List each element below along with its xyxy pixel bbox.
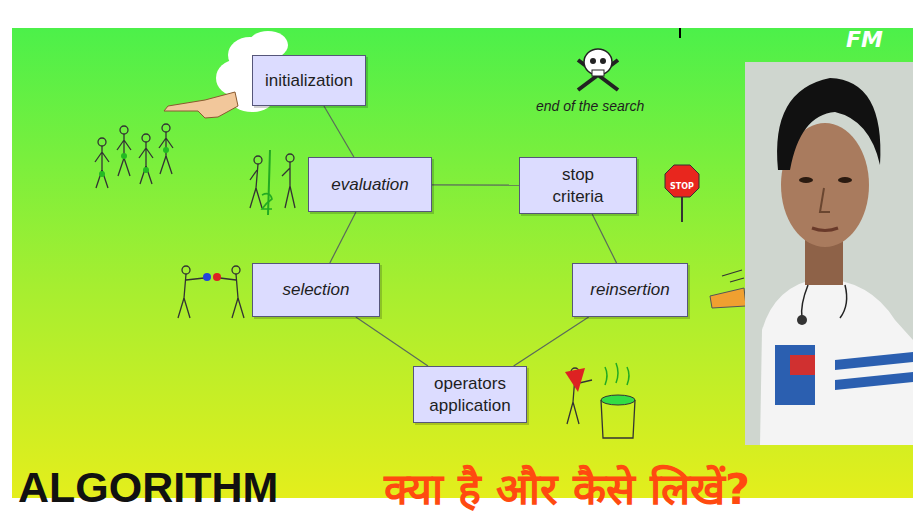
tick-mark bbox=[679, 28, 681, 38]
box-label: selection bbox=[282, 279, 349, 300]
reinsertion-figure bbox=[710, 270, 746, 308]
connector-line bbox=[330, 212, 356, 263]
process-box: stop criteria bbox=[519, 157, 637, 214]
process-box: evaluation bbox=[308, 157, 432, 212]
stop-sign bbox=[665, 165, 699, 222]
note-text: end of the search bbox=[536, 98, 644, 114]
connector-line bbox=[432, 184, 519, 186]
title-word: ALGORITHM bbox=[18, 463, 278, 511]
process-box: operators application bbox=[413, 366, 527, 423]
connector-line bbox=[592, 214, 616, 263]
connector-line bbox=[356, 317, 428, 366]
process-box: initialization bbox=[252, 55, 366, 106]
connector-line bbox=[324, 106, 354, 157]
box-label: initialization bbox=[265, 70, 353, 91]
box-label: stop criteria bbox=[543, 164, 613, 207]
operators-figure bbox=[565, 363, 635, 438]
skull-symbol bbox=[578, 49, 618, 90]
sign-text: STOP bbox=[670, 182, 694, 191]
box-label: evaluation bbox=[331, 174, 409, 195]
process-box: selection bbox=[252, 263, 380, 317]
evaluation-figures bbox=[250, 150, 295, 215]
selection-figures bbox=[178, 266, 244, 318]
connector-line bbox=[514, 317, 589, 366]
box-label: reinsertion bbox=[590, 279, 669, 300]
green-dots bbox=[99, 147, 169, 177]
population-figures bbox=[95, 124, 173, 188]
watermark: FM bbox=[846, 27, 883, 52]
green-background bbox=[12, 28, 913, 498]
box-label: operators application bbox=[424, 373, 516, 416]
person-photo bbox=[745, 62, 913, 445]
title-hindi: क्या है और कैसे लिखें? bbox=[384, 464, 750, 513]
process-box: reinsertion bbox=[572, 263, 688, 317]
